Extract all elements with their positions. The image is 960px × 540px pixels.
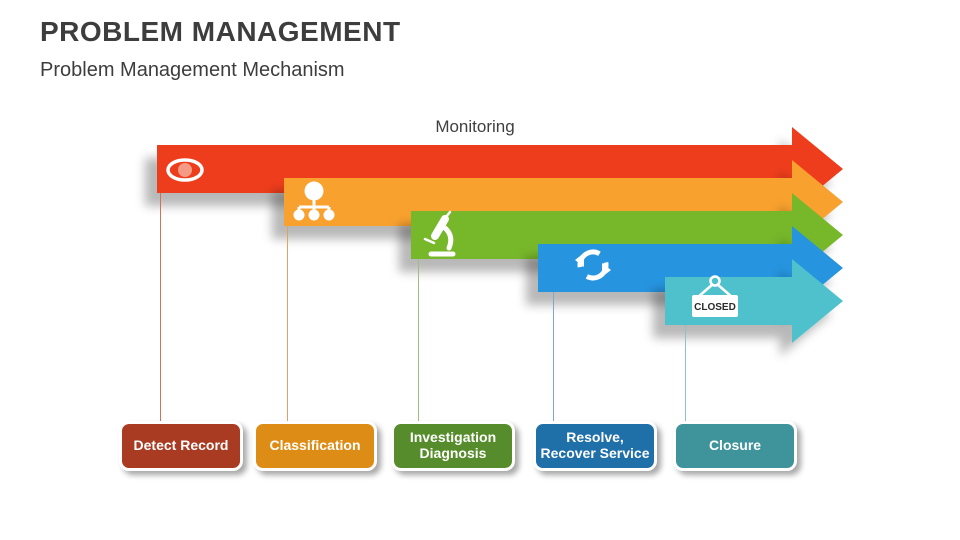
stage-label-closure: Closure [673, 421, 797, 471]
connector-line-classification [287, 226, 288, 424]
stage-label-text: Resolve, Recover Service [540, 429, 650, 461]
hierarchy-icon [293, 181, 335, 221]
eye-icon [166, 158, 204, 182]
stage-label-classification: Classification [253, 421, 377, 471]
stage-label-text: Investigation Diagnosis [409, 429, 497, 461]
stage-label-text: Closure [708, 437, 762, 454]
monitoring-label: Monitoring [435, 117, 515, 136]
closed-sign-text: CLOSED [694, 302, 736, 313]
slide-subtitle: Problem Management Mechanism [40, 59, 345, 81]
stage-label-investigation-diagnosis: Investigation Diagnosis [391, 421, 515, 471]
microscope-icon [423, 210, 456, 257]
slide-title: PROBLEM MANAGEMENT [40, 16, 401, 47]
connector-line-resolve-recover-service [553, 292, 554, 424]
stage-label-resolve-recover-service: Resolve, Recover Service [533, 421, 657, 471]
refresh-icon [575, 249, 611, 281]
connector-line-detect-record [160, 193, 161, 424]
closed-sign-icon: CLOSED [692, 275, 738, 317]
stage-label-text: Detect Record [133, 437, 229, 454]
stage-label-text: Classification [269, 437, 361, 454]
connector-line-investigation-diagnosis [418, 259, 419, 424]
connector-line-closure [685, 325, 686, 424]
stage-label-detect-record: Detect Record [119, 421, 243, 471]
